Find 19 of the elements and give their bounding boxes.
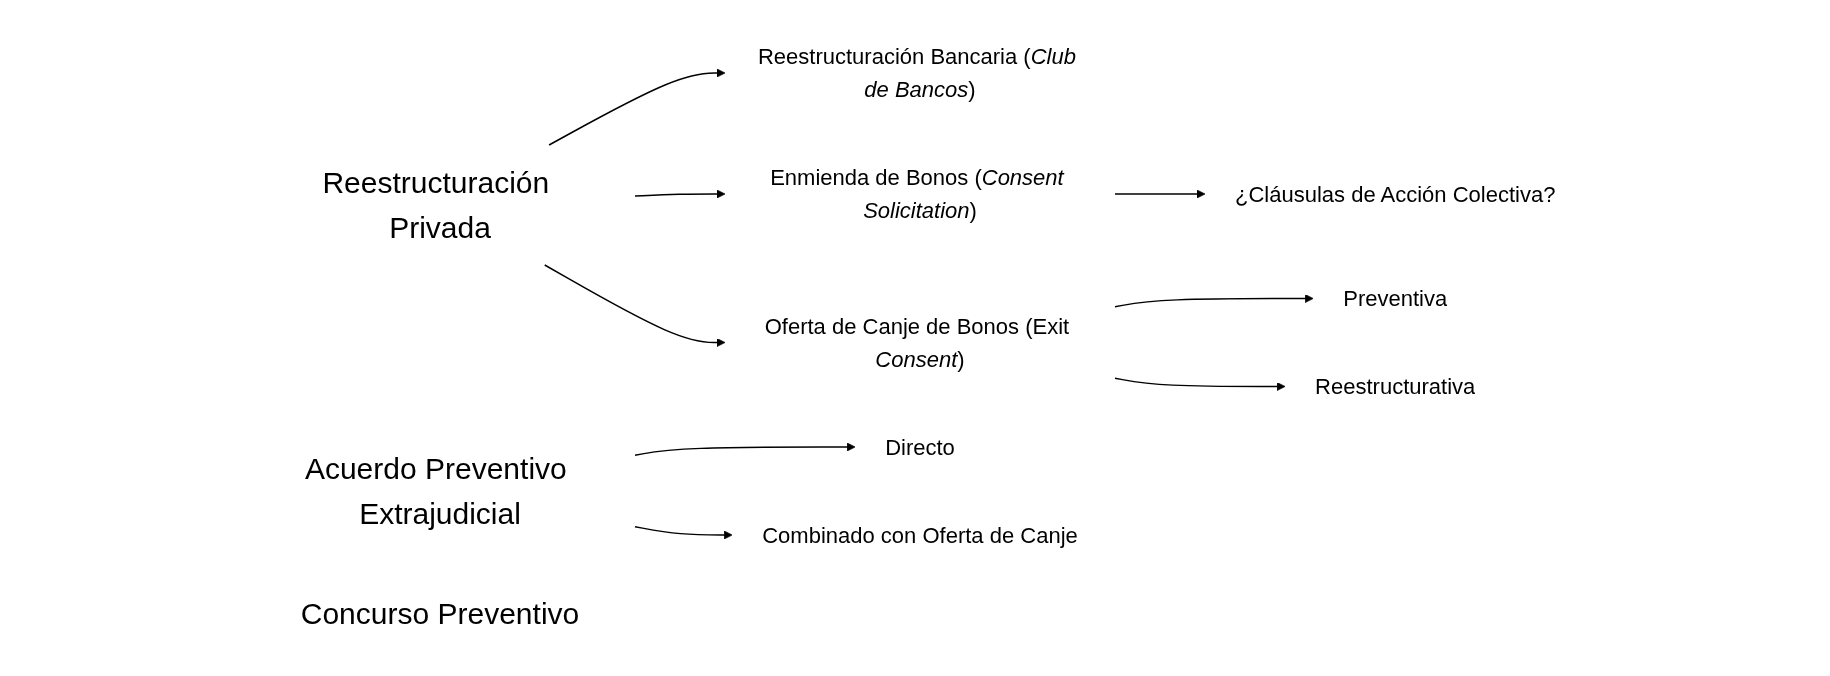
node-text: Reestructuración Bancaria (Club de Bancos) xyxy=(757,44,1076,102)
arrow xyxy=(634,442,856,456)
node-text: Preventiva xyxy=(1343,286,1447,311)
arrow xyxy=(1114,294,1314,308)
node-text: Concurso Preventivo xyxy=(300,597,580,630)
node-text: Reestructurativa xyxy=(1314,374,1476,399)
arrow xyxy=(548,68,726,146)
arrow xyxy=(1114,189,1206,199)
arrow xyxy=(634,189,726,199)
node-text: Directo xyxy=(884,434,955,460)
arrow xyxy=(634,526,733,540)
arrow xyxy=(543,264,726,347)
node-text: Oferta de Canje de Bonos (Exit Consent) xyxy=(764,313,1069,372)
node-text: Acuerdo Preventivo Extrajudicial xyxy=(304,452,567,530)
arrow xyxy=(1114,377,1286,391)
node-text: Reestructuración Privada xyxy=(322,166,550,244)
node-text: Combinado con Oferta de Canje xyxy=(762,522,1078,548)
node-text: ¿Cláusulas de Acción Colectiva? xyxy=(1234,181,1556,207)
node-text: Enmienda de Bonos (Consent Solicitation) xyxy=(769,165,1064,223)
